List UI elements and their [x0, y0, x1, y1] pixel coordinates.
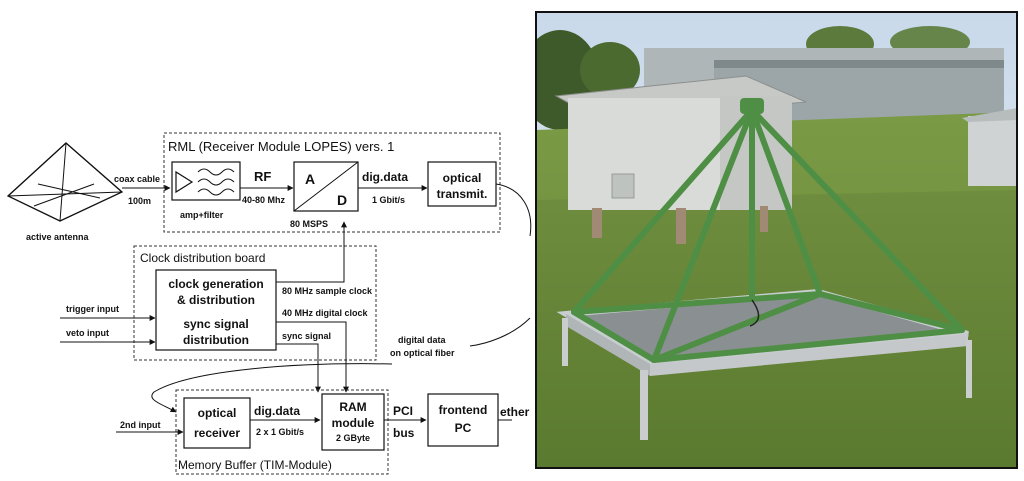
fiber-label-line2: on optical fiber [390, 348, 455, 358]
amp-filter-box [171, 161, 241, 201]
ether-label: ether [500, 405, 530, 419]
active-antenna-icon [6, 142, 124, 222]
pci-line2: bus [393, 426, 415, 440]
amplifier-icon [175, 170, 194, 194]
clock-board-frame [133, 245, 377, 361]
frontend-line1: frontend [439, 403, 488, 417]
veto-input-label: veto input [66, 328, 109, 338]
dig-data-rate: 1 Gbit/s [372, 195, 405, 205]
digital-clock-arrow [276, 321, 349, 393]
optical-transmit-line1: optical [443, 171, 482, 185]
adc-analog-label: A [305, 171, 315, 187]
frontend-pc-box [427, 393, 499, 447]
sample-clock-arrow [276, 221, 347, 283]
rml-module-frame [163, 132, 501, 233]
receiver-dig-data-label: dig.data [254, 404, 300, 418]
adc-digital-label: D [337, 192, 347, 208]
second-input-label: 2nd input [120, 420, 161, 430]
sync-line2: distribution [183, 333, 249, 347]
fiber-curve-in [151, 363, 393, 413]
rml-title: RML (Receiver Module LOPES) vers. 1 [168, 139, 394, 154]
fiber-curve-mid [469, 317, 531, 347]
digital-clock-label: 40 MHz digital clock [282, 308, 369, 318]
adc-rate-label: 80 MSPS [290, 219, 328, 229]
ram-line1: RAM [339, 400, 366, 414]
receiver-dig-data-rate: 2 x 1 Gbit/s [256, 427, 304, 437]
clock-board-title: Clock distribution board [140, 251, 265, 265]
sync-line1: sync signal [183, 317, 248, 331]
sample-clock-label: 80 MHz sample clock [282, 286, 373, 296]
coax-cable-label: coax cable [114, 174, 160, 184]
antenna-field-photo [535, 11, 1018, 469]
amp-filter-label: amp+filter [180, 210, 224, 220]
optical-transmit-line2: transmit. [437, 187, 488, 201]
fiber-label-line1: digital data [398, 335, 446, 345]
optical-receiver-box [183, 397, 251, 449]
clock-gen-line2: & distribution [177, 293, 255, 307]
rf-label: RF [254, 169, 271, 184]
frontend-line2: PC [455, 421, 472, 435]
filter-wave-icon [197, 168, 235, 196]
clock-generation-box [155, 269, 277, 351]
optical-receiver-line1: optical [198, 406, 237, 420]
optical-receiver-line2: receiver [194, 426, 240, 440]
rf-band-label: 40-80 Mhz [242, 195, 286, 205]
coax-length-label: 100m [128, 196, 151, 206]
active-antenna-label: active antenna [26, 232, 90, 242]
ram-module-box [321, 393, 385, 451]
fiber-curve-out [495, 183, 532, 237]
sync-signal-label: sync signal [282, 331, 331, 341]
sync-signal-arrow [276, 343, 321, 393]
ram-size-label: 2 GByte [336, 433, 370, 443]
trigger-input-label: trigger input [66, 304, 119, 314]
memory-buffer-title: Memory Buffer (TIM-Module) [178, 458, 332, 472]
clock-gen-line1: clock generation [168, 277, 263, 291]
ram-line2: module [332, 416, 375, 430]
pci-line1: PCI [393, 404, 413, 418]
dig-data-label: dig.data [362, 170, 408, 184]
